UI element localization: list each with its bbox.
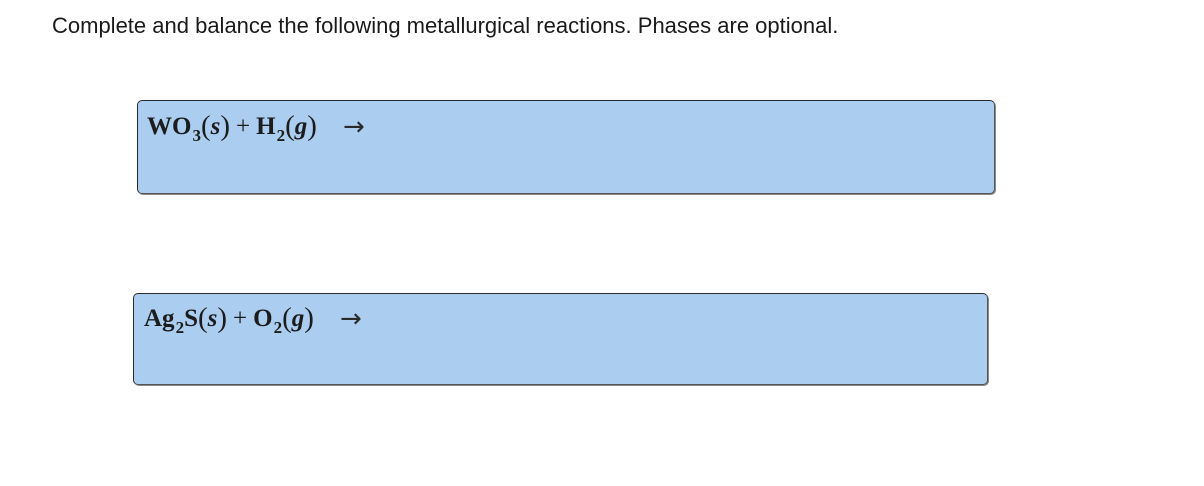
subscript: 2 [273, 318, 283, 337]
instruction-text: Complete and balance the following metal… [52, 13, 839, 38]
reaction-2-answer-box[interactable]: Ag2S(s) + O2(g) → [133, 293, 988, 385]
reactant-o2: O2(g) [253, 301, 314, 337]
formula-symbol: H [256, 113, 276, 140]
paren-open: ( [285, 110, 295, 142]
formula-symbol: O [253, 305, 273, 332]
reactant-wo3: WO3(s) [147, 109, 231, 145]
phase-label: s [210, 113, 221, 140]
formula-symbol: S [184, 305, 198, 332]
formula-symbol: Ag [144, 305, 175, 332]
phase-label: g [294, 113, 308, 140]
phase-label: s [207, 305, 218, 332]
formula-symbol: WO [147, 113, 192, 140]
paren-close: ) [220, 110, 231, 142]
reaction-1-answer-box[interactable]: WO3(s) + H2(g) → [137, 100, 995, 194]
paren-close: ) [217, 302, 228, 334]
paren-close: ) [304, 302, 314, 334]
subscript: 2 [276, 126, 286, 145]
reaction-arrow-icon: → [342, 112, 365, 142]
paren-open: ( [282, 302, 292, 334]
reactant-h2: H2(g) [256, 109, 317, 145]
paren-open: ( [200, 110, 211, 142]
paren-close: ) [307, 110, 317, 142]
plus-sign: + [236, 113, 251, 140]
subscript: 2 [175, 318, 185, 337]
paren-open: ( [197, 302, 208, 334]
subscript: 3 [192, 126, 201, 145]
phase-label: g [291, 305, 305, 332]
reaction-arrow-icon: → [339, 304, 362, 334]
reactant-ag2s: Ag2S(s) [144, 301, 228, 337]
reaction-2-equation: Ag2S(s) + O2(g) → [144, 301, 362, 337]
reaction-1-equation: WO3(s) + H2(g) → [147, 109, 365, 145]
plus-sign: + [233, 305, 248, 332]
